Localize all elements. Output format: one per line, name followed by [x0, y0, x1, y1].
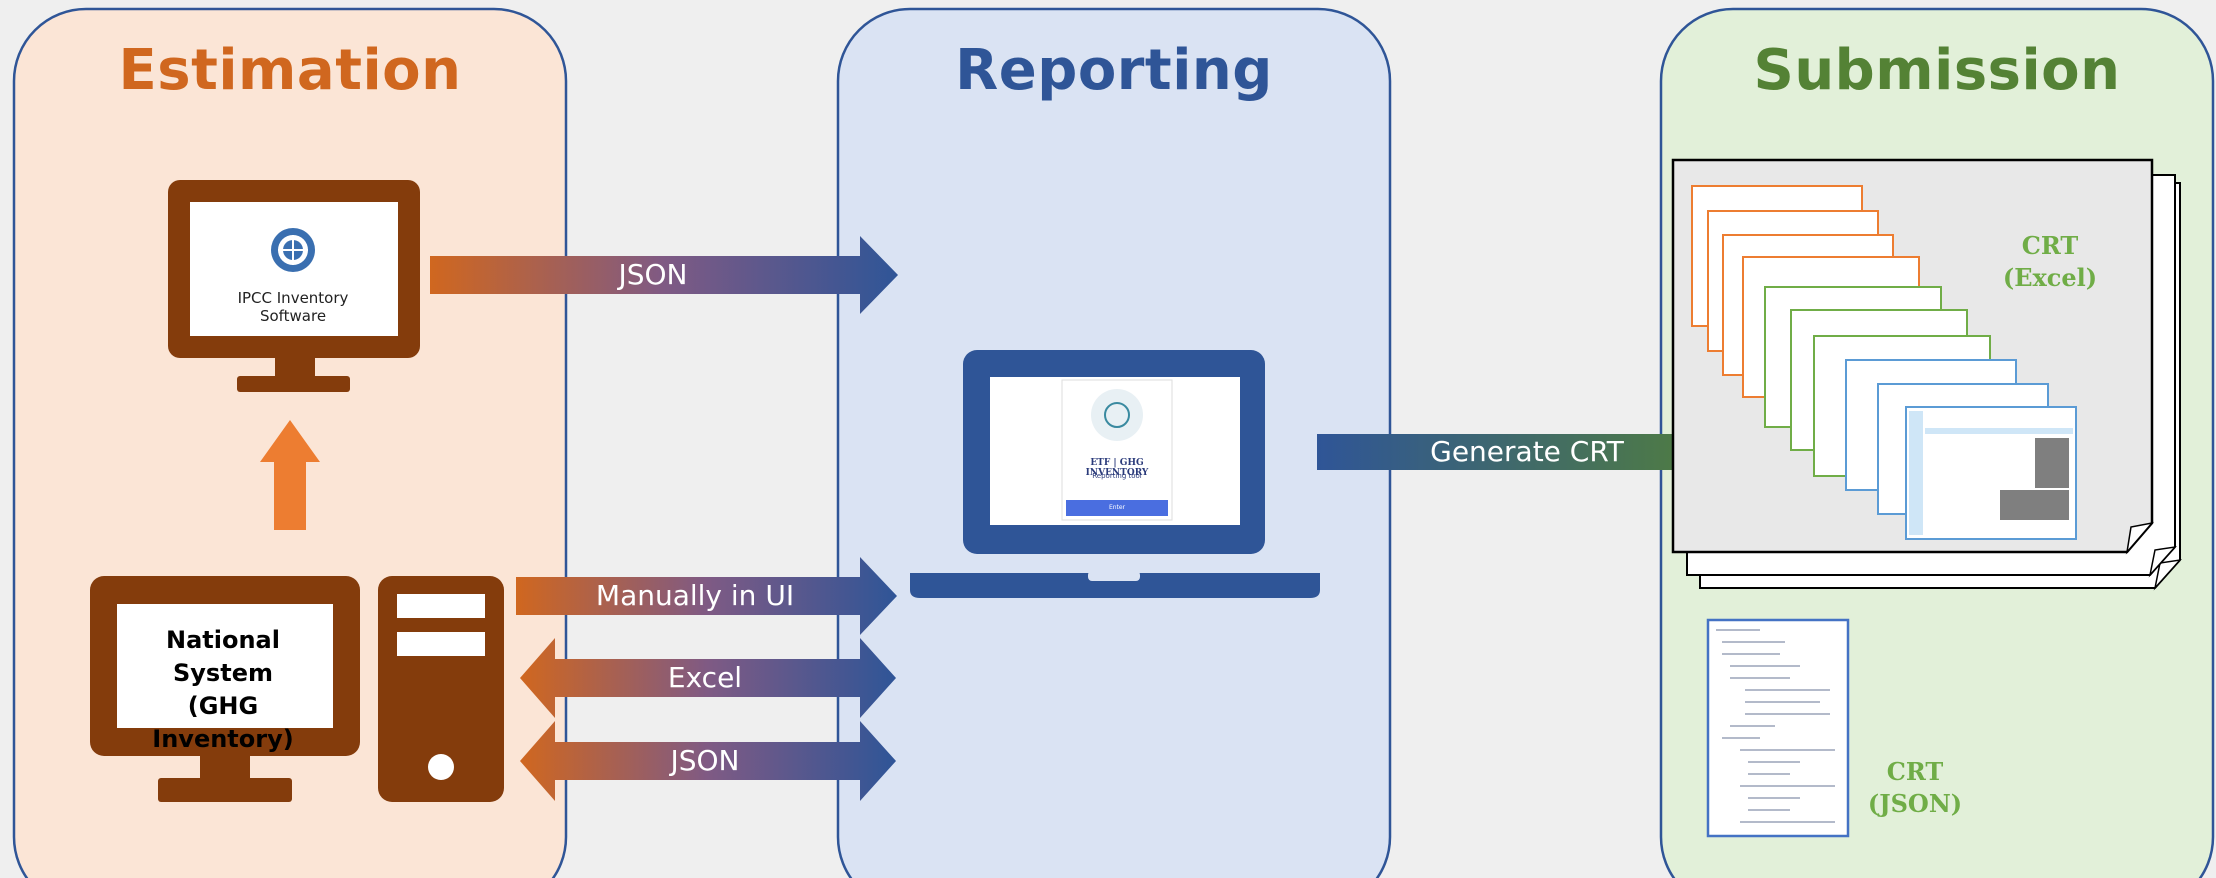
json-bottom-label: JSON	[670, 744, 740, 777]
computer-tower-icon	[378, 576, 504, 802]
national-system-label: National System (GHG Inventory)	[118, 624, 328, 756]
submission-title: Submission	[1753, 38, 2121, 103]
up-arrow-icon	[260, 420, 320, 530]
json-code-lines	[1716, 629, 1835, 823]
estimation-title: Estimation	[118, 38, 462, 103]
crt-json-line2: (JSON)	[1867, 789, 1963, 818]
laptop-icon	[910, 350, 1320, 598]
json-top-arrow	[430, 236, 898, 314]
generate-crt-arrow	[1317, 414, 1756, 490]
manual-ui-arrow	[516, 557, 897, 635]
etf-enter-button: Enter	[1066, 500, 1168, 516]
json-bottom-arrow	[520, 721, 896, 801]
etf-globe-icon	[1104, 402, 1130, 428]
un-emblem-icon	[271, 228, 315, 272]
etf-app-title: ETF | GHG INVENTORY	[1085, 458, 1149, 478]
crt-sheet-pages	[1691, 185, 2077, 540]
national-system-monitor-icon	[90, 576, 360, 802]
generate-crt-label: Generate CRT	[1430, 435, 1624, 468]
excel-label: Excel	[667, 661, 743, 694]
etf-app-subtitle: Reporting tool	[1092, 472, 1142, 480]
ipcc-software-label: IPCC Inventory Software	[237, 289, 349, 325]
etf-logo-icon	[1091, 389, 1143, 441]
national-system-line1: National System	[166, 626, 280, 687]
crt-excel-line1: CRT	[2021, 231, 2079, 260]
crt-excel-line2: (Excel)	[2002, 263, 2098, 292]
crt-json-label: CRT (JSON)	[1850, 756, 1980, 820]
reporting-title: Reporting	[955, 38, 1273, 103]
crt-json-line1: CRT	[1886, 757, 1944, 786]
crt-excel-label: CRT (Excel)	[1985, 230, 2115, 294]
national-system-line2: (GHG Inventory)	[152, 692, 294, 753]
crt-json-document	[1706, 618, 1850, 838]
excel-arrow	[520, 638, 896, 718]
manual-ui-label: Manually in UI	[595, 579, 795, 612]
json-top-label: JSON	[618, 258, 688, 291]
